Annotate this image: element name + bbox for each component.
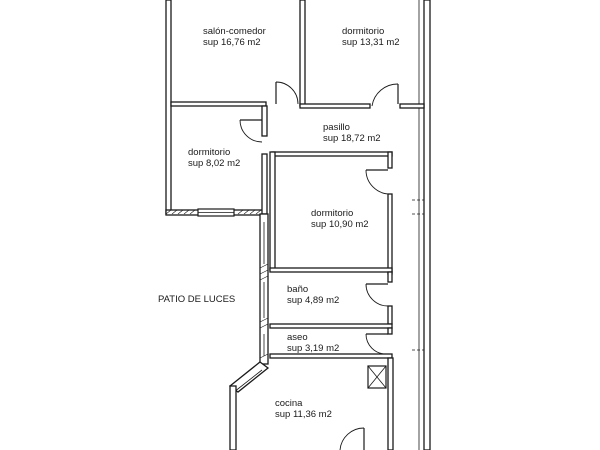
door-aseo — [365, 333, 388, 355]
room-label-bano: baño sup 4,89 m2 — [287, 284, 339, 306]
room-area: sup 8,02 m2 — [188, 158, 241, 169]
wall-dorm-bano — [269, 267, 393, 273]
wall-kitchen-right — [387, 357, 394, 450]
room-area: sup 3,19 m2 — [287, 343, 340, 354]
room-name: baño — [287, 284, 309, 295]
wall-bano-right — [387, 271, 393, 283]
room-label-aseo: aseo sup 3,19 m2 — [287, 332, 339, 354]
wall-kitchen-slant — [228, 361, 270, 393]
wall-left-upper — [165, 0, 172, 215]
room-name: pasillo — [323, 122, 350, 133]
room-name: cocina — [275, 398, 303, 409]
wall-dorm2-right — [387, 151, 393, 169]
room-area: sup 4,89 m2 — [287, 295, 340, 306]
room-name: aseo — [287, 332, 308, 343]
wall-kitchen-left — [229, 385, 237, 450]
wall-bano-aseo — [269, 323, 393, 329]
wall-salon-dormitorio — [299, 0, 306, 107]
room-name: dormitorio — [342, 26, 385, 37]
room-label-pasillo: pasillo sup 18,72 m2 — [323, 122, 381, 144]
door-salon — [275, 81, 299, 105]
room-area: sup 18,72 m2 — [323, 133, 381, 144]
room-label-dormitorio-3: dormitorio sup 10,90 m2 — [311, 208, 369, 230]
wall-aseo-bottom — [269, 353, 393, 359]
room-area: sup 16,76 m2 — [203, 37, 261, 48]
door-cocina — [339, 427, 365, 450]
door-dormitorio-top — [371, 83, 399, 107]
room-name: salón-comedor — [203, 26, 266, 37]
wall-upper-corridor-right — [399, 103, 425, 109]
wall-dorm2-right-lower — [387, 193, 393, 275]
door-dormitorio-left — [239, 119, 263, 143]
wall-aseo-right — [387, 327, 393, 335]
wall-bedroom-east-lower — [261, 153, 268, 215]
wall-right — [423, 0, 431, 450]
room-name: dormitorio — [188, 147, 231, 158]
room-label-dormitorio-2: dormitorio sup 8,02 m2 — [188, 147, 240, 169]
wall-dorm2-top — [271, 151, 393, 157]
room-label-dormitorio-1: dormitorio sup 13,31 m2 — [342, 26, 400, 48]
room-label-salon: salón-comedor sup 16,76 m2 — [203, 26, 266, 48]
wall-bano-right-lower — [387, 305, 393, 325]
room-area: sup 11,36 m2 — [275, 409, 332, 420]
room-label-cocina: cocina sup 11,36 m2 — [275, 398, 332, 420]
wall-upper-corridor-mid — [299, 103, 371, 109]
door-bano — [365, 283, 389, 307]
wall-dorm2-left — [269, 151, 276, 271]
room-area: sup 10,90 m2 — [311, 219, 369, 230]
room-name: dormitorio — [311, 208, 354, 219]
patio-label: PATIO DE LUCES — [158, 294, 236, 305]
wardrobe-marks — [412, 199, 424, 351]
wall-upper-corridor-left — [170, 101, 267, 107]
wall-bedroom-east — [261, 105, 268, 137]
door-dormitorio-2 — [365, 169, 391, 195]
patio-window-hatches — [165, 209, 269, 359]
room-area: sup 13,31 m2 — [342, 37, 400, 48]
